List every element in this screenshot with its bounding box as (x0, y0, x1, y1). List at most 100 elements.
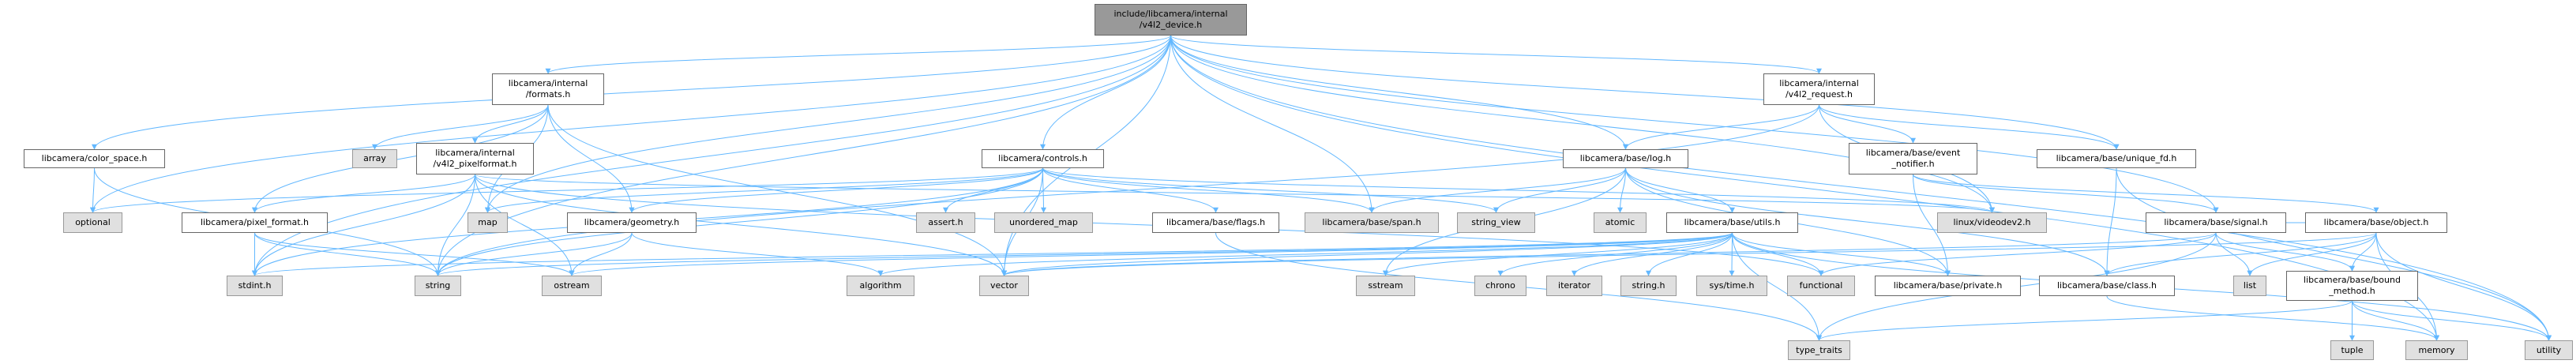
node-label: libcamera/pixel_format.h (200, 217, 310, 227)
node-geometry[interactable]: libcamera/geometry.h (567, 212, 697, 233)
edge-root-to-span (1170, 35, 1375, 213)
node-vector: vector (979, 276, 1029, 296)
edge-controls-to-span (1042, 167, 1375, 213)
edge-controls-to-map (485, 167, 1043, 213)
node-label: libcamera/base/event _notifier.h (1865, 148, 1961, 169)
node-class[interactable]: libcamera/base/class.h (2039, 276, 2175, 296)
node-videodev2: linux/videodev2.h (1937, 212, 2047, 233)
node-unordered-map: unordered_map (994, 212, 1093, 233)
edge-v4l2_request-to-log (1623, 104, 1819, 150)
edge-object-to-bound_method (2349, 232, 2377, 272)
node-private[interactable]: libcamera/base/private.h (1875, 276, 2021, 296)
edge-signal-to-bound_method (2215, 232, 2355, 272)
node-chrono: chrono (1474, 276, 1526, 296)
node-label: libcamera/internal /v4l2_pixelformat.h (433, 148, 517, 169)
edge-utils-to-ostream (569, 232, 1733, 276)
node-tuple: tuple (2330, 340, 2374, 360)
edge-geometry-to-string (435, 232, 633, 276)
edge-pixel_format-to-ostream (254, 232, 575, 276)
node-label: algorithm (859, 280, 902, 291)
edge-pixel_format-to-string (254, 232, 441, 276)
node-label: optional (75, 217, 111, 227)
edge-bound_method-to-type_traits (1816, 300, 2353, 341)
node-utils[interactable]: libcamera/base/utils.h (1666, 212, 1798, 233)
edge-log-to-string_view (1493, 167, 1626, 213)
node-label: utility (2536, 344, 2562, 355)
node-object[interactable]: libcamera/base/object.h (2305, 212, 2447, 233)
node-event-notifier[interactable]: libcamera/base/event _notifier.h (1849, 143, 1977, 174)
node-atomic: atomic (1594, 212, 1647, 233)
node-label: functional (1799, 280, 1843, 291)
node-iterator: iterator (1546, 276, 1602, 296)
edge-bound_method-to-memory (2352, 300, 2439, 341)
node-color-space[interactable]: libcamera/color_space.h (24, 149, 165, 168)
node-string-h: string.h (1620, 276, 1677, 296)
node-label: array (363, 153, 386, 163)
node-signal[interactable]: libcamera/base/signal.h (2146, 212, 2286, 233)
edge-v4l2_pixelformat-to-ostream (475, 174, 575, 276)
node-label: libcamera/geometry.h (584, 217, 680, 227)
edge-geometry-to-algorithm (631, 232, 884, 276)
edge-utils-to-sstream (1383, 232, 1733, 276)
node-v4l2-pixelformat[interactable]: libcamera/internal /v4l2_pixelformat.h (416, 143, 534, 174)
edge-color_space-to-optional (90, 167, 96, 213)
edge-object-to-class (2104, 232, 2377, 276)
node-sstream: sstream (1356, 276, 1415, 296)
node-label: type_traits (1796, 344, 1842, 355)
edge-root-to-v4l2_request (1170, 35, 1822, 74)
node-label: libcamera/base/utils.h (1684, 217, 1781, 227)
node-label: memory (2418, 344, 2455, 355)
edge-root-to-optional (90, 35, 1171, 213)
node-string-view: string_view (1457, 212, 1535, 233)
node-label: sys/time.h (1709, 280, 1755, 291)
node-map: map (468, 212, 508, 233)
edge-controls-to-videodev2 (1042, 167, 1995, 213)
edge-formats-to-v4l2_pixelformat (472, 104, 549, 144)
edge-unique_fd-to-class (2104, 167, 2117, 276)
node-label: map (478, 217, 498, 227)
edge-class-to-memory (2106, 295, 2439, 341)
edge-utils-to-vector (1001, 232, 1733, 276)
edge-controls-to-string_view (1042, 167, 1499, 213)
node-label: string.h (1632, 280, 1665, 291)
node-label: libcamera/base/span.h (1322, 217, 1421, 227)
edge-formats-to-pixel_format (252, 104, 549, 213)
node-log[interactable]: libcamera/base/log.h (1563, 149, 1688, 168)
edge-v4l2_request-to-string (435, 104, 1819, 276)
node-pixel-format[interactable]: libcamera/pixel_format.h (182, 212, 328, 233)
node-algorithm: algorithm (847, 276, 914, 296)
edge-utils-to-type_traits (1732, 232, 1822, 341)
node-formats[interactable]: libcamera/internal /formats.h (492, 73, 604, 105)
edge-object-to-vector (1001, 232, 2377, 276)
node-string: string (415, 276, 461, 296)
edge-v4l2_pixelformat-to-pixel_format (252, 174, 475, 213)
edge-utils-to-iterator (1572, 232, 1733, 276)
node-flags[interactable]: libcamera/base/flags.h (1152, 212, 1279, 233)
edge-v4l2_pixelformat-to-videodev2 (475, 174, 1995, 213)
edge-utils-to-sys_time (1729, 232, 1735, 276)
edge-geometry-to-ostream (569, 232, 633, 276)
node-root[interactable]: include/libcamera/internal /v4l2_device.… (1095, 4, 1247, 36)
node-label: libcamera/base/class.h (2056, 280, 2157, 291)
node-controls[interactable]: libcamera/controls.h (982, 149, 1104, 168)
edge-signal-to-functional (1818, 232, 2217, 276)
edge-v4l2_pixelformat-to-string (435, 174, 475, 276)
node-array: array (352, 149, 397, 168)
edge-event_notifier-to-private (1913, 174, 1951, 276)
node-label: libcamera/base/unique_fd.h (2056, 153, 2177, 163)
node-v4l2-request[interactable]: libcamera/internal /v4l2_request.h (1763, 73, 1875, 105)
node-label: include/libcamera/internal /v4l2_device.… (1113, 9, 1228, 30)
node-label: sstream (1368, 280, 1403, 291)
edge-root-to-map (485, 35, 1171, 213)
node-label: list (2243, 280, 2257, 291)
node-bound-method[interactable]: libcamera/base/bound _method.h (2286, 271, 2418, 301)
node-label: libcamera/internal /v4l2_request.h (1779, 78, 1859, 99)
edge-utils-to-algorithm (877, 232, 1733, 276)
node-label: libcamera/base/private.h (1893, 280, 2003, 291)
node-label: assert.h (928, 217, 963, 227)
edge-event_notifier-to-signal (1913, 174, 2219, 213)
node-unique-fd[interactable]: libcamera/base/unique_fd.h (2037, 149, 2196, 168)
node-label: libcamera/color_space.h (41, 153, 148, 163)
